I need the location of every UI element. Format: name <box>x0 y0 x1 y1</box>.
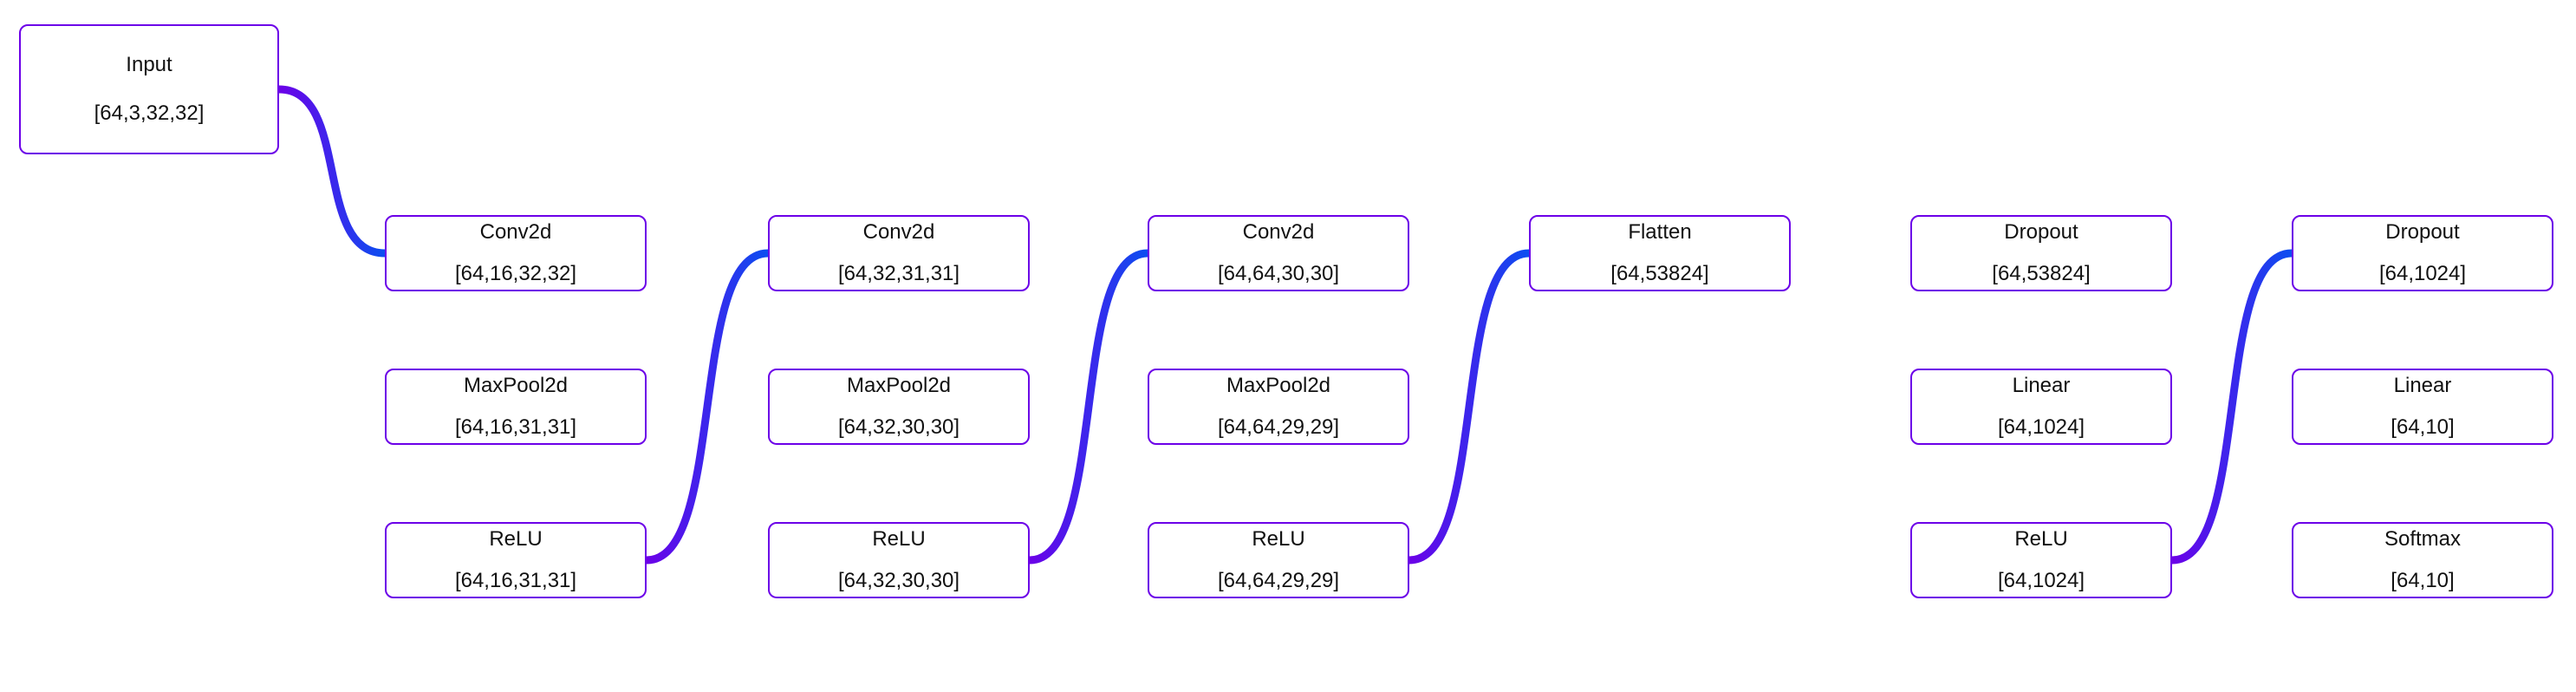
node-shape-label: [64,64,30,30] <box>1217 262 1340 285</box>
node-pool1[interactable]: MaxPool2d [64,16,31,31] <box>385 369 647 445</box>
node-title: Dropout <box>2385 219 2460 244</box>
node-shape-label: [64,16,31,31] <box>454 569 577 592</box>
node-linear2[interactable]: Linear [64,10] <box>2292 369 2553 445</box>
node-conv3[interactable]: Conv2d [64,64,30,30] <box>1148 215 1409 291</box>
node-title: ReLU <box>872 526 926 551</box>
node-flatten[interactable]: Flatten [64,53824] <box>1529 215 1791 291</box>
node-dropout1[interactable]: Dropout [64,53824] <box>1910 215 2172 291</box>
node-shape-label: [64,1024] <box>2378 262 2467 285</box>
edge-relu1-to-conv2 <box>646 249 769 565</box>
node-linear1[interactable]: Linear [64,1024] <box>1910 369 2172 445</box>
node-title: Conv2d <box>862 219 935 244</box>
node-title: Flatten <box>1628 219 1692 244</box>
node-pool2[interactable]: MaxPool2d [64,32,30,30] <box>768 369 1030 445</box>
node-shape-label: [64,32,30,30] <box>837 569 960 592</box>
node-softmax[interactable]: Softmax [64,10] <box>2292 522 2553 598</box>
node-shape-label: [64,1024] <box>1997 415 2085 439</box>
node-shape-label: [64,32,31,31] <box>837 262 960 285</box>
node-title: MaxPool2d <box>463 373 569 397</box>
edge-relu3-to-flatten <box>1408 249 1530 565</box>
node-title: ReLU <box>1252 526 1305 551</box>
node-title: Softmax <box>2384 526 2462 551</box>
node-shape-label: [64,53824] <box>1992 262 2091 285</box>
node-shape-label: [64,10] <box>2391 415 2455 439</box>
node-pool3[interactable]: MaxPool2d [64,64,29,29] <box>1148 369 1409 445</box>
node-relu2[interactable]: ReLU [64,32,30,30] <box>768 522 1030 598</box>
node-title: Conv2d <box>479 219 552 244</box>
node-title: MaxPool2d <box>846 373 952 397</box>
node-title: Input <box>126 52 172 76</box>
node-relu1[interactable]: ReLU [64,16,31,31] <box>385 522 647 598</box>
node-title: Dropout <box>2004 219 2078 244</box>
node-shape-label: [64,1024] <box>1997 569 2085 592</box>
node-title: ReLU <box>2014 526 2068 551</box>
node-shape-label: [64,16,32,32] <box>454 262 577 285</box>
node-shape-label: [64,3,32,32] <box>94 101 205 125</box>
edge-input-to-conv1 <box>278 85 386 258</box>
node-relu4[interactable]: ReLU [64,1024] <box>1910 522 2172 598</box>
edge-paths <box>278 85 2427 565</box>
node-title: Conv2d <box>1242 219 1315 244</box>
node-conv1[interactable]: Conv2d [64,16,32,32] <box>385 215 647 291</box>
node-shape-label: [64,10] <box>2391 569 2455 592</box>
node-input[interactable]: Input [64,3,32,32] <box>19 24 279 154</box>
node-dropout2[interactable]: Dropout [64,1024] <box>2292 215 2553 291</box>
node-shape-label: [64,64,29,29] <box>1217 415 1340 439</box>
node-shape-label: [64,64,29,29] <box>1217 569 1340 592</box>
edge-relu4-to-dropout2 <box>2171 249 2293 565</box>
node-shape-label: [64,16,31,31] <box>454 415 577 439</box>
node-title: MaxPool2d <box>1226 373 1331 397</box>
node-relu3[interactable]: ReLU [64,64,29,29] <box>1148 522 1409 598</box>
node-shape-label: [64,53824] <box>1610 262 1709 285</box>
node-conv2[interactable]: Conv2d [64,32,31,31] <box>768 215 1030 291</box>
node-title: Linear <box>2393 373 2452 397</box>
edge-relu2-to-conv3 <box>1029 249 1148 565</box>
node-shape-label: [64,32,30,30] <box>837 415 960 439</box>
node-title: Linear <box>2012 373 2071 397</box>
node-title: ReLU <box>489 526 543 551</box>
